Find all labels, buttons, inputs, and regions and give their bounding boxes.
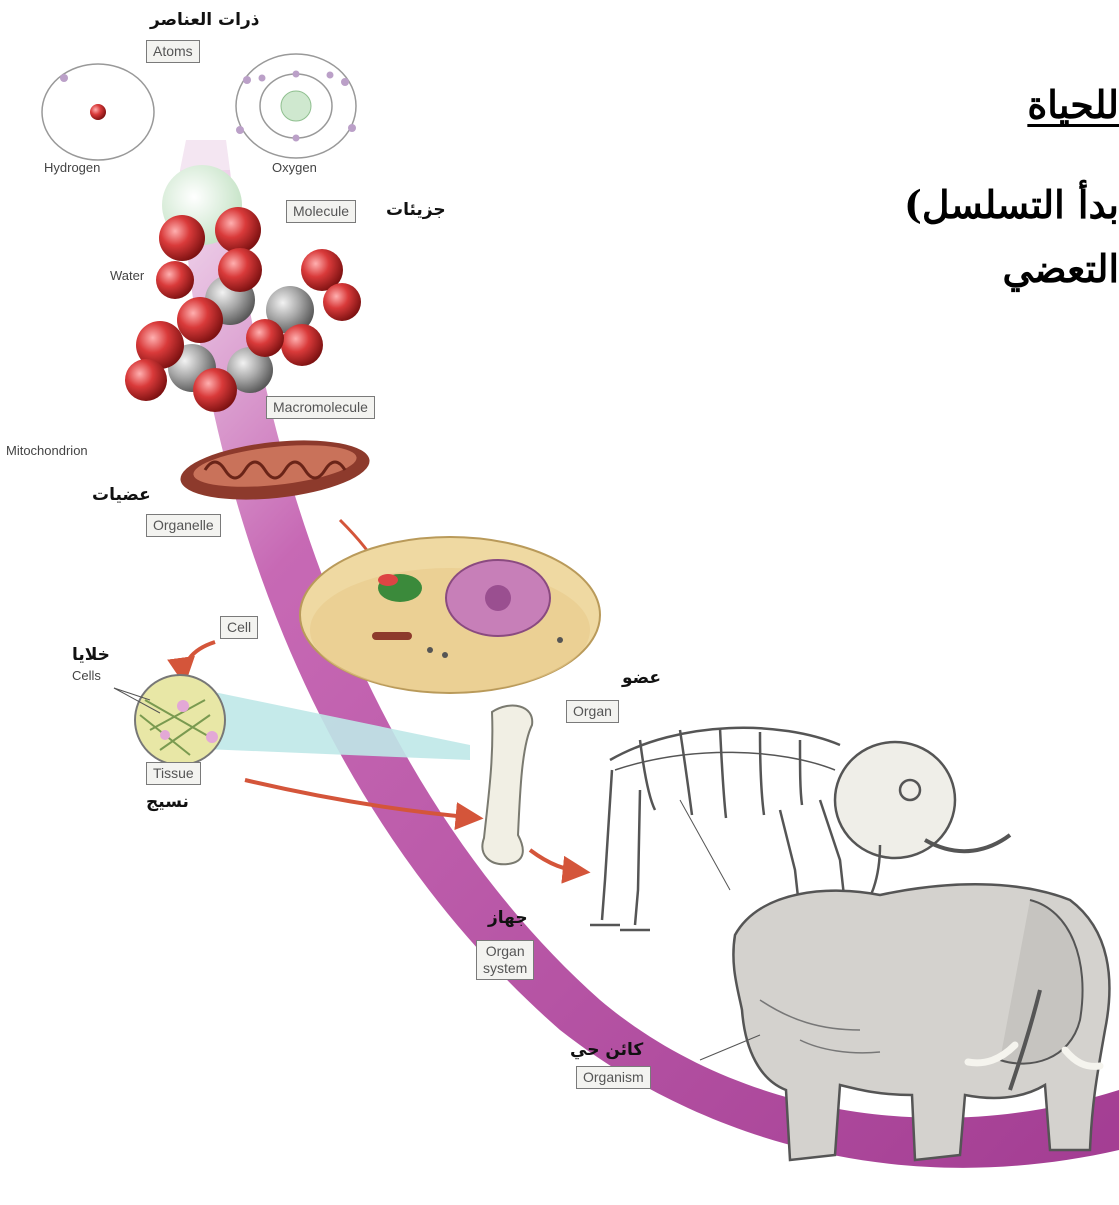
organ-system-label-line1: Organ xyxy=(483,943,527,960)
organ-arrow xyxy=(530,850,585,872)
hydrogen-label: Hydrogen xyxy=(44,160,100,175)
organism-arabic-label: كائن حي xyxy=(570,1040,643,1060)
heading-line-3: التعضي xyxy=(1002,246,1119,292)
organ-label: Organ xyxy=(566,700,619,723)
water-label: Water xyxy=(110,268,144,283)
molecule-arabic-label: جزيئات xyxy=(386,200,446,220)
organism-label: Organism xyxy=(576,1066,651,1089)
macromolecule-label: Macromolecule xyxy=(266,396,375,419)
heading-line-1: للحياة xyxy=(1027,82,1119,128)
organ-system-label-line2: system xyxy=(483,960,527,977)
oxygen-label: Oxygen xyxy=(272,160,317,175)
organelle-label: Organelle xyxy=(146,514,221,537)
cell-label: Cell xyxy=(220,616,258,639)
cells-arabic-label: خلايا xyxy=(72,645,110,665)
atoms-arabic-label: ذرات العناصر xyxy=(150,10,259,30)
tissue-icon xyxy=(135,675,225,765)
hydrogen-atom-icon xyxy=(42,64,154,160)
bone-organ-icon xyxy=(482,706,532,865)
organelle-arabic-label: عضيات xyxy=(92,485,151,505)
mitochondrion-icon xyxy=(178,432,373,508)
oxygen-atom-icon xyxy=(236,54,356,158)
molecule-label: Molecule xyxy=(286,200,356,223)
cell-arrow xyxy=(184,642,215,680)
elephant-organism-icon xyxy=(733,884,1109,1160)
cells-label: Cells xyxy=(72,668,101,683)
mitochondrion-label: Mitochondrion xyxy=(6,443,88,458)
organ-system-arabic-label: جهاز xyxy=(488,908,528,928)
cell-icon xyxy=(300,537,600,693)
organ-arabic-label: عضو xyxy=(622,668,661,688)
organ-system-label: Organ system xyxy=(476,940,534,980)
tissue-arabic-label: نسيج xyxy=(146,792,189,812)
heading-line-2: بدأ التسلسل) xyxy=(904,182,1119,228)
atoms-label: Atoms xyxy=(146,40,200,63)
tissue-label: Tissue xyxy=(146,762,201,785)
